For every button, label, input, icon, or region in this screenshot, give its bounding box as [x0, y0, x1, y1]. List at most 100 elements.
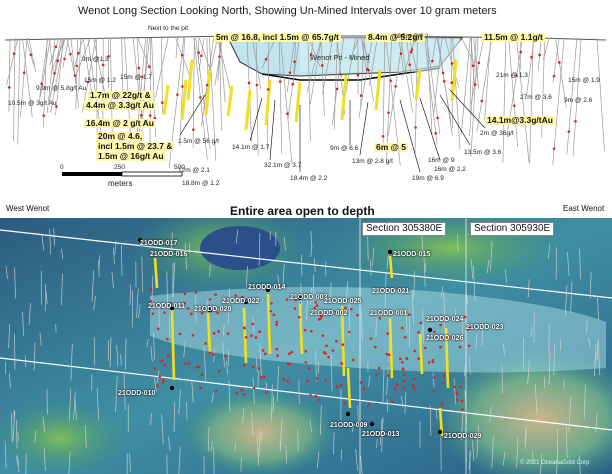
drillhole-label: 21ODD-015 [393, 251, 431, 258]
plan-trace [310, 245, 313, 257]
plan-assay-point [443, 315, 447, 319]
plan-assay-point [460, 399, 464, 403]
drill-collar [207, 307, 213, 313]
assay-point [176, 93, 179, 96]
drill-collar [265, 287, 271, 293]
plan-trace [41, 235, 44, 250]
drill-collar [387, 249, 393, 255]
assay-point [264, 57, 268, 61]
intercept [414, 69, 422, 101]
drillhole-trace [307, 37, 311, 142]
plan-assay-point [433, 330, 436, 334]
plan-trace [565, 284, 568, 316]
assay-point [408, 63, 412, 67]
plan-trace [432, 372, 435, 388]
plan-trace [476, 425, 479, 458]
plan-assay-point [411, 384, 415, 387]
intercept [264, 79, 272, 126]
drillhole-trace [82, 37, 94, 101]
plan-trace [166, 271, 168, 308]
plan-trace [16, 419, 18, 449]
assay-point [205, 83, 209, 87]
plan-assay-point [374, 345, 377, 349]
plan-trace [524, 425, 527, 442]
plan-assay-point [307, 367, 311, 370]
scale-tick: 0 [60, 164, 64, 171]
assay-point [399, 52, 403, 55]
highlight: 5m @ 16.8, incl 1.5m @ 65.7g/t [214, 32, 341, 42]
plan-assay-point [208, 298, 212, 301]
assay-point [29, 53, 33, 57]
drillhole-trace [179, 37, 185, 146]
plan-trace [527, 279, 530, 298]
drillhole-label: 21ODD-022 [222, 298, 260, 305]
plan-assay-point [387, 353, 391, 357]
drillhole-trace [424, 37, 438, 145]
plan-assay-point [186, 307, 190, 310]
highlight: 8.4m @ 5.2g/t [366, 32, 425, 42]
plan-assay-point [401, 326, 404, 330]
plan-assay-point [461, 408, 464, 411]
drill-collar [297, 295, 303, 301]
plan-assay-point [195, 365, 199, 369]
plan-trace [524, 429, 528, 450]
assay-point [293, 60, 296, 64]
drillhole-trace [198, 37, 205, 71]
plan-assay-point [288, 362, 292, 366]
drillhole-label: 21ODD-009 [330, 422, 368, 429]
plan-trace [475, 333, 478, 349]
plan-trace [170, 232, 173, 251]
plan-assay-point [160, 359, 164, 363]
plan-assay-point [272, 313, 276, 317]
assay-point [471, 64, 475, 68]
plan-trace [4, 440, 7, 469]
plan-trace [228, 380, 231, 413]
plan-assay-point [270, 302, 273, 305]
plan-trace [45, 290, 48, 305]
plan-view-map: Section 305380E Section 305930E 21ODD-01… [0, 218, 612, 474]
leader-line [249, 97, 263, 142]
plan-trace [360, 310, 363, 342]
plan-assay-point [432, 376, 436, 379]
plan-trace [443, 291, 445, 328]
drillhole-trace [70, 37, 79, 108]
assay-point [431, 59, 434, 63]
plan-assay-point [282, 377, 286, 381]
plan-assay-point [377, 366, 381, 370]
plan-assay-point [224, 354, 228, 358]
drillhole-trace [476, 37, 493, 132]
drillhole-trace [596, 37, 605, 152]
plan-assay-point [405, 357, 409, 360]
plan-trace [346, 281, 349, 300]
plan-trace [462, 320, 464, 346]
plan-trace [8, 323, 11, 349]
plan-trace [548, 351, 551, 385]
plan-trace [465, 281, 468, 305]
plan-assay-point [419, 321, 423, 325]
drillhole-trace [278, 37, 283, 154]
drill-collar [243, 299, 249, 305]
assay-point [56, 59, 60, 63]
plan-assay-point [166, 337, 169, 341]
plan-trace [98, 255, 101, 269]
plan-assay-point [315, 377, 319, 380]
leader-line [419, 97, 441, 161]
assay-point [218, 55, 221, 58]
plan-assay-point [212, 353, 215, 356]
intercept [244, 89, 252, 131]
drillhole-trace [175, 37, 191, 77]
plan-assay-point [240, 388, 244, 392]
plan-assay-point [287, 352, 291, 356]
plan-trace [129, 284, 132, 306]
assay-label: 9m @1.3 [82, 56, 109, 63]
scale-bar-black [62, 172, 122, 176]
plan-assay-point [293, 307, 297, 310]
drillhole-trace [382, 37, 386, 150]
plan-trace [313, 258, 316, 272]
plan-trace [207, 426, 210, 452]
assay-point [286, 112, 289, 115]
plan-trace [206, 300, 209, 311]
plan-assay-point [386, 374, 390, 377]
plan-trace [43, 448, 46, 471]
leader-line [449, 89, 486, 129]
